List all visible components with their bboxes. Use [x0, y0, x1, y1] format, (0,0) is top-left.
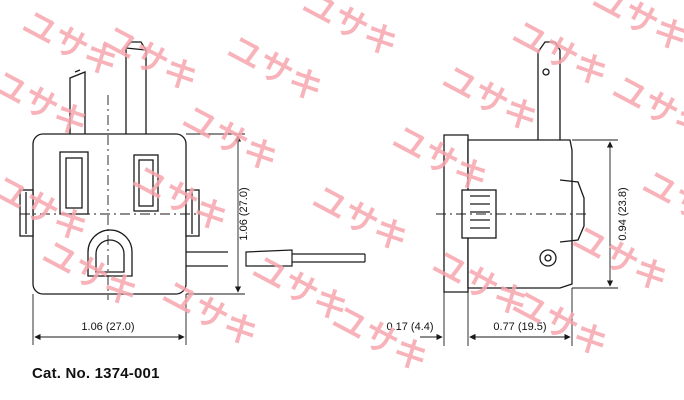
front-height-label: 1.06 (27.0): [238, 187, 250, 240]
front-dimensions: [32, 133, 245, 345]
watermark-text: ユサキ: [386, 118, 495, 201]
flange-thickness-label: 0.17 (4.4): [386, 321, 433, 333]
front-prongs: [69, 41, 147, 136]
side-view: [436, 41, 590, 293]
watermark-text: ユサキ: [606, 68, 684, 151]
watermark-text: ユサキ: [636, 163, 684, 246]
watermark-text: ユサキ: [506, 283, 615, 366]
front-ground-hole: [87, 229, 133, 277]
watermark-text: ユサキ: [586, 0, 684, 61]
watermark-text: ユサキ: [176, 98, 285, 181]
watermark-text: ユサキ: [436, 58, 545, 141]
side-height-label: 0.94 (23.8): [617, 187, 629, 240]
watermark-text: ユサキ: [96, 18, 205, 101]
front-view: [19, 41, 228, 300]
watermark-text: ユサキ: [326, 298, 435, 381]
cord-wire: [245, 249, 366, 267]
side-dimensions: [420, 139, 618, 346]
watermark-text: ユサキ: [156, 273, 265, 356]
side-depth-label: 0.77 (19.5): [493, 321, 546, 333]
watermark-text: ユサキ: [296, 0, 405, 66]
watermark-text: ユサキ: [221, 28, 330, 111]
side-prong: [537, 41, 561, 140]
watermark-text: ユサキ: [306, 178, 415, 261]
catalog-number: Cat. No. 1374-001: [32, 365, 160, 382]
front-width-label: 1.06 (27.0): [81, 321, 134, 333]
